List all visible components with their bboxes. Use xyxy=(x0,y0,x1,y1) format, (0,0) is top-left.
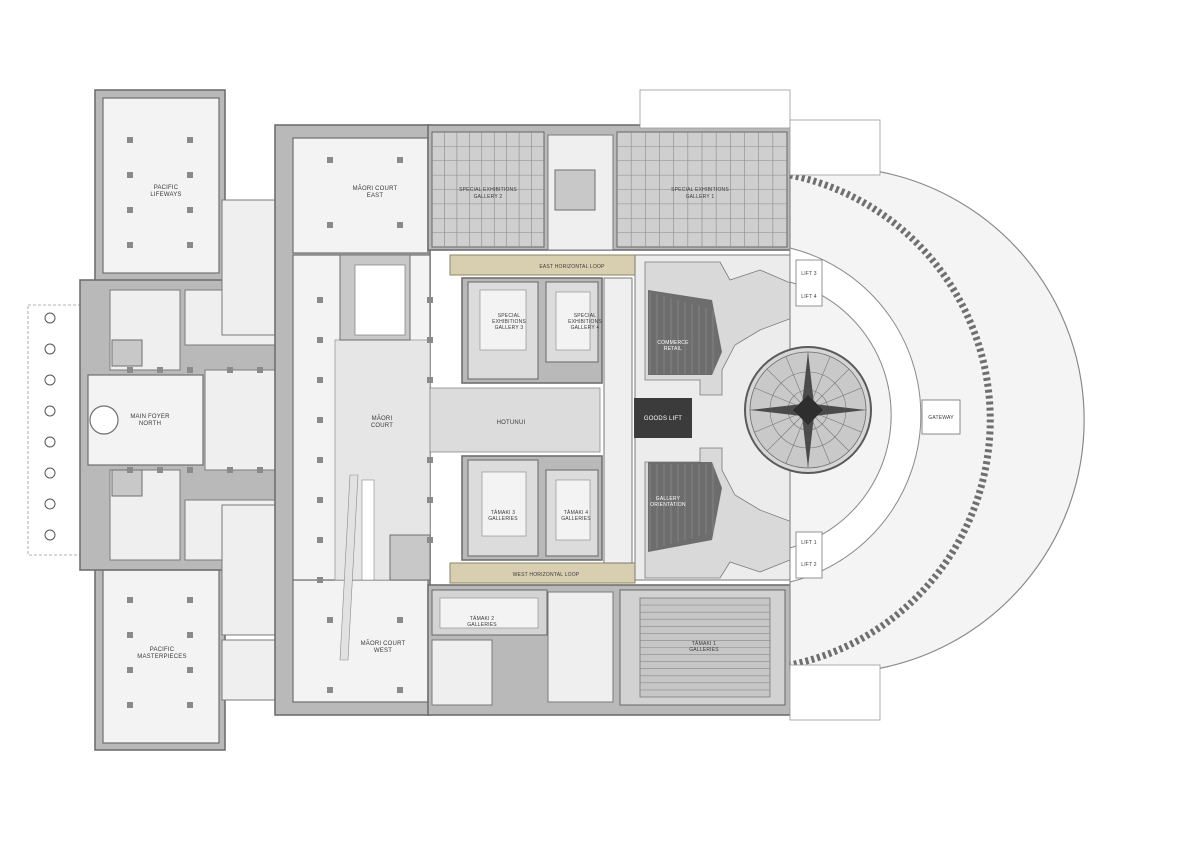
column xyxy=(317,377,323,383)
column xyxy=(127,207,133,213)
inner-galleries xyxy=(461,277,633,564)
portico-column xyxy=(44,498,56,510)
hotunui-corridor xyxy=(429,387,601,453)
portico-column xyxy=(44,343,56,355)
portico-column xyxy=(44,436,56,448)
column xyxy=(317,577,323,583)
central-block xyxy=(274,124,431,716)
label-lift-2: LIFT 2 xyxy=(801,562,817,568)
portico-column xyxy=(44,529,56,541)
label-west-horizontal-loop: WEST HORIZONTAL LOOP xyxy=(513,572,580,578)
column xyxy=(127,632,133,638)
label-lift-3: LIFT 3 xyxy=(801,271,817,277)
column xyxy=(127,367,133,373)
column xyxy=(257,367,263,373)
column xyxy=(427,337,433,343)
label-hotunui: HOTUNUI xyxy=(497,420,526,426)
east-circulation xyxy=(634,254,801,581)
column xyxy=(317,497,323,503)
label-east-horizontal-loop: EAST HORIZONTAL LOOP xyxy=(539,264,605,270)
column xyxy=(397,687,403,693)
column xyxy=(397,617,403,623)
column xyxy=(187,667,193,673)
column xyxy=(327,617,333,623)
columns xyxy=(127,137,433,708)
column xyxy=(127,702,133,708)
column xyxy=(157,467,163,473)
portico-column xyxy=(44,467,56,479)
column xyxy=(327,157,333,163)
column xyxy=(227,467,233,473)
column xyxy=(187,632,193,638)
column xyxy=(187,242,193,248)
label-goods-lift: GOODS LIFT xyxy=(644,416,682,422)
column xyxy=(127,137,133,143)
column xyxy=(127,667,133,673)
portico-column xyxy=(44,374,56,386)
label-lift-1: LIFT 1 xyxy=(801,540,817,546)
portico-column xyxy=(44,312,56,324)
dome xyxy=(744,346,872,474)
column xyxy=(187,702,193,708)
west-wing xyxy=(79,89,296,751)
column xyxy=(317,297,323,303)
gateway-rotunda xyxy=(789,119,1085,721)
column xyxy=(257,467,263,473)
north-galleries xyxy=(427,89,794,251)
column xyxy=(427,457,433,463)
column xyxy=(317,457,323,463)
column xyxy=(187,137,193,143)
column xyxy=(127,467,133,473)
column xyxy=(317,537,323,543)
column xyxy=(187,467,193,473)
column xyxy=(327,222,333,228)
column xyxy=(397,157,403,163)
column xyxy=(127,597,133,603)
column xyxy=(427,377,433,383)
column xyxy=(127,172,133,178)
column xyxy=(397,222,403,228)
column xyxy=(427,497,433,503)
column xyxy=(187,172,193,178)
column xyxy=(427,537,433,543)
label-lift-4: LIFT 4 xyxy=(801,294,817,300)
column xyxy=(327,687,333,693)
column xyxy=(227,367,233,373)
column xyxy=(187,207,193,213)
label-gateway: GATEWAY xyxy=(928,415,954,421)
column xyxy=(127,242,133,248)
column xyxy=(317,337,323,343)
column xyxy=(317,417,323,423)
column xyxy=(157,367,163,373)
column xyxy=(187,367,193,373)
west-portico xyxy=(27,304,81,556)
portico-column xyxy=(44,405,56,417)
column xyxy=(427,297,433,303)
south-galleries xyxy=(427,584,794,716)
column xyxy=(187,597,193,603)
